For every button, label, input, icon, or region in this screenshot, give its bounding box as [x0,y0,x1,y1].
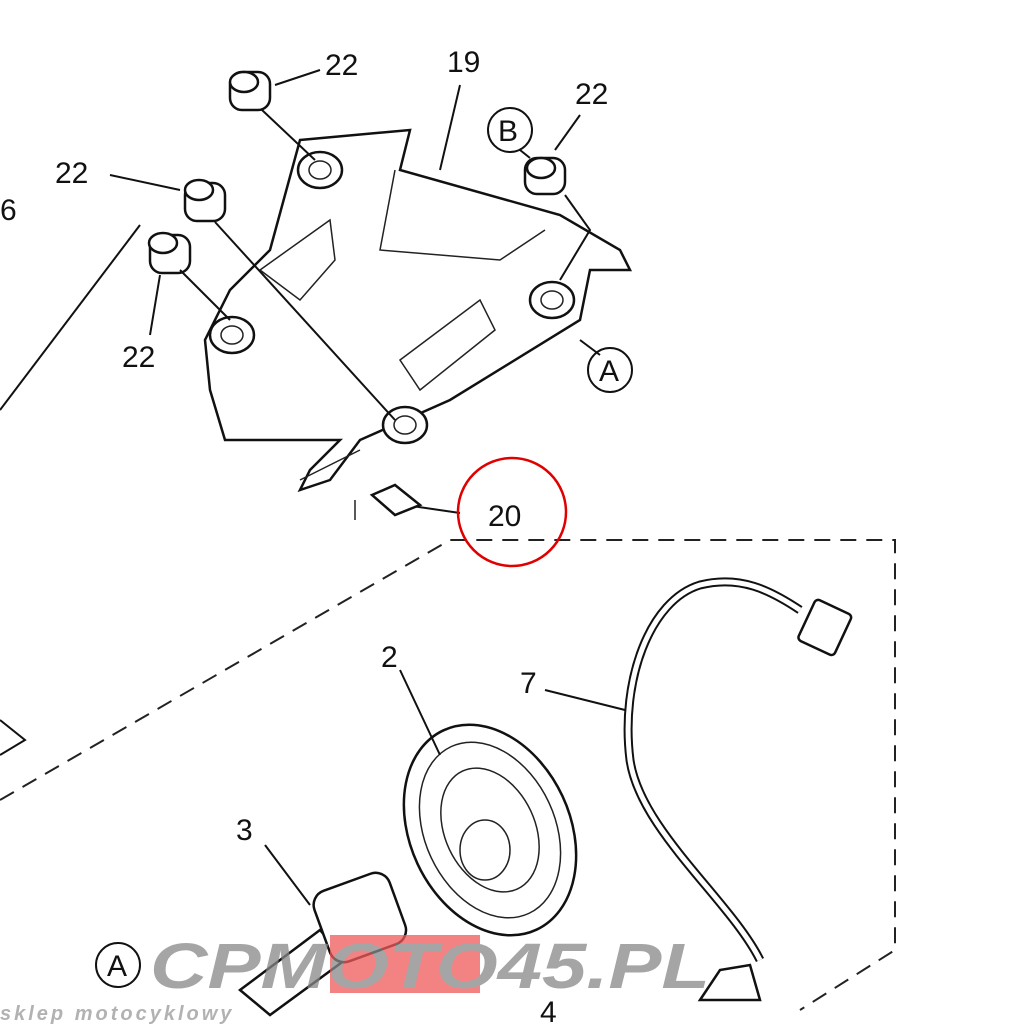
callout-7: 7 [520,667,537,700]
highlight-circle-20 [456,456,568,568]
partial-part-left [0,719,27,756]
part-4-socket [697,963,762,1002]
callout-4: 4 [540,996,557,1024]
callout-circle-b [487,107,533,153]
callout-b: B [498,115,518,148]
callout-circle-a-right [587,347,633,393]
callout-22-left: 22 [55,157,88,190]
callout-circle-a-bottom [95,942,141,988]
callout-22-lower: 22 [122,341,155,374]
callout-22-right: 22 [575,78,608,111]
dashed-assembly-boundary [0,539,896,1011]
part-19-bracket [203,128,633,520]
callout-6: 6 [0,194,17,227]
part-20 [369,483,423,517]
watermark-tagline: sklep motocyklowy [0,1003,234,1024]
part-22-grommets [147,70,567,275]
watermark-logo: CPMOTO45.PL sklep motocyklowy [0,930,710,1024]
callout-2: 2 [381,641,398,674]
part-7-connector [797,598,853,657]
part-2-reflector [402,723,578,937]
part-7-wire-outer [623,577,803,963]
callout-3: 3 [236,814,253,847]
callout-20: 20 [488,500,521,533]
leader-6 [0,224,141,411]
callout-a-right: A [599,355,619,388]
watermark-brand: CPMOTO45.PL [150,930,710,1002]
callout-a-bottom: A [107,950,127,983]
callout-22-top: 22 [325,49,358,82]
callout-19: 19 [447,46,480,79]
